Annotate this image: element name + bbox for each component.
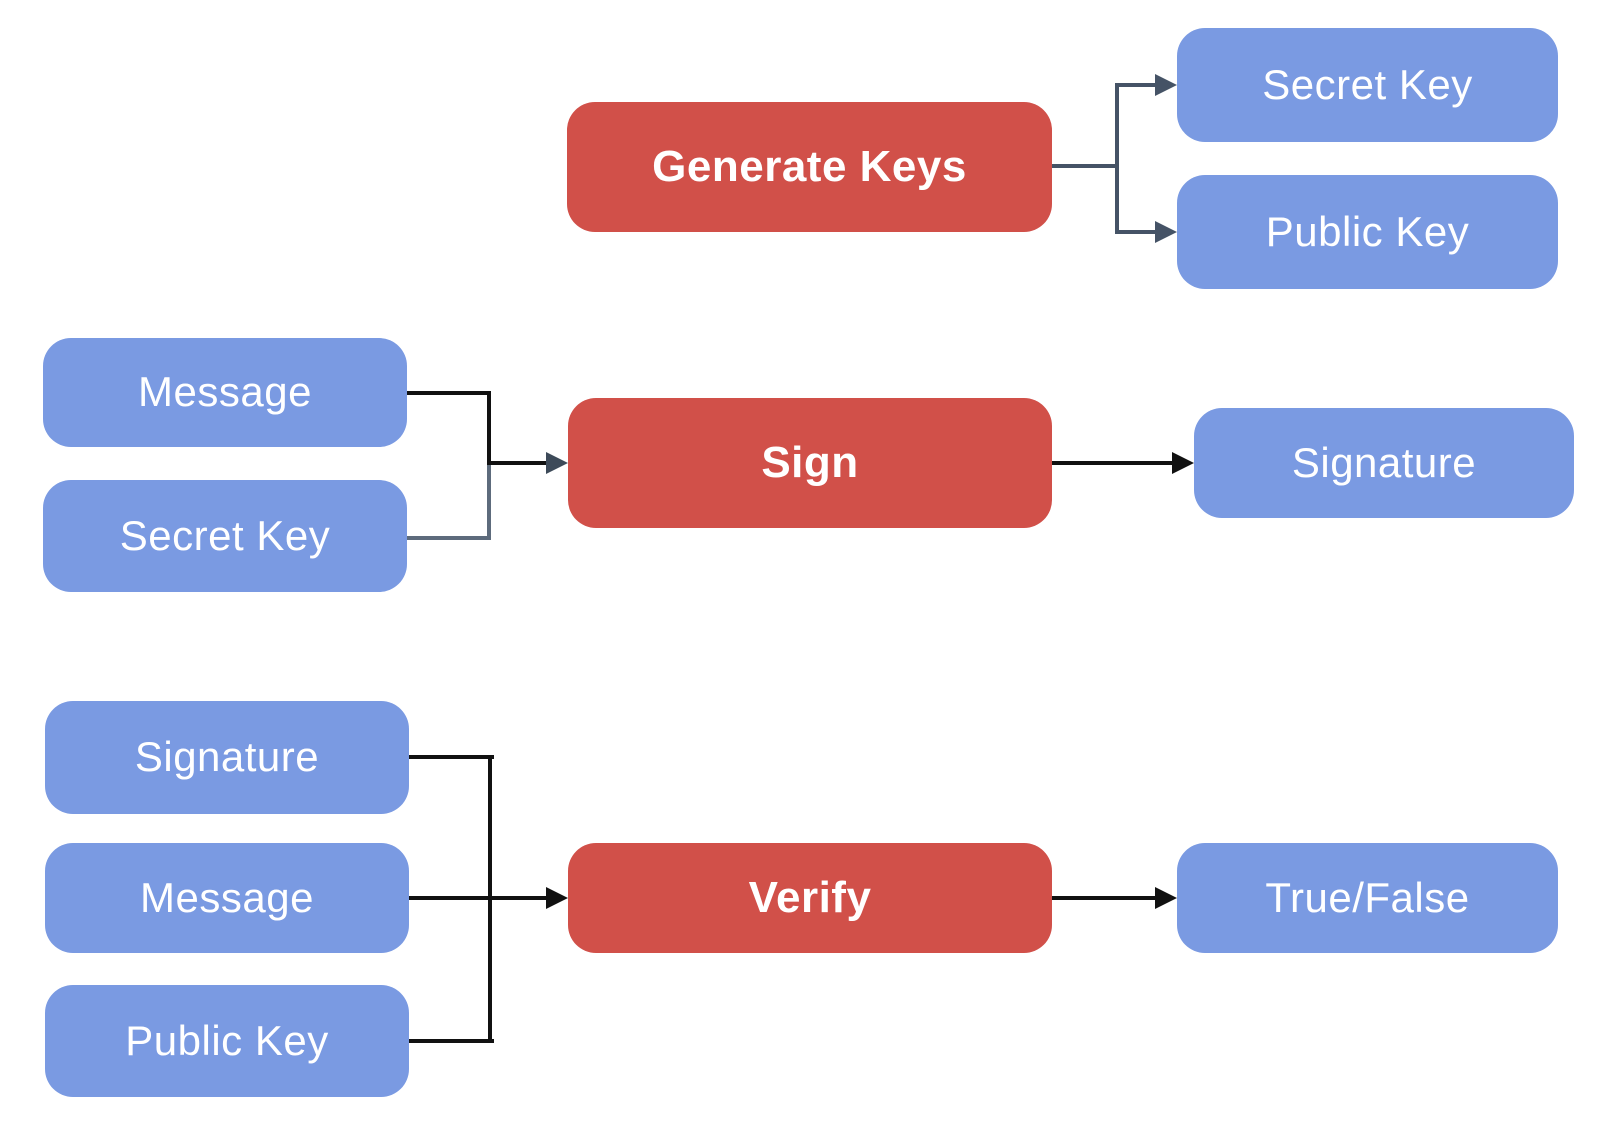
- node-verify-label: Verify: [748, 872, 872, 922]
- connector-into-sign: [487, 461, 547, 465]
- node-message-sign-input-label: Message: [138, 368, 312, 416]
- arrowhead-into-verify-icon: [546, 887, 568, 909]
- node-signature-output-label: Signature: [1291, 438, 1477, 486]
- connector-into-verify: [409, 896, 546, 900]
- node-secret-key-sign-input: Secret Key: [43, 480, 407, 592]
- connector-verify-to-truefalse: [1052, 896, 1155, 900]
- node-public-key-verify-input: Public Key: [45, 985, 409, 1097]
- node-message-verify-input-label: Message: [140, 873, 314, 921]
- node-secret-key-output: Secret Key: [1177, 28, 1558, 142]
- connector-genkeys-to-publickey: [1119, 230, 1157, 234]
- arrowhead-to-publickey-icon: [1155, 221, 1177, 243]
- node-sign-label: Sign: [761, 437, 859, 487]
- node-public-key-verify-input-label: Public Key: [125, 1016, 329, 1064]
- arrowhead-into-sign-icon: [546, 452, 568, 474]
- node-true-false-output: True/False: [1177, 843, 1558, 953]
- arrowhead-to-secretkey-icon: [1155, 74, 1177, 96]
- node-secret-key-sign-input-label: Secret Key: [119, 511, 331, 559]
- node-secret-key-output-label: Secret Key: [1262, 60, 1473, 108]
- node-message-sign-input: Message: [43, 338, 407, 447]
- connector-sign-merge-vertical-bottom: [487, 463, 491, 540]
- node-generate-keys: Generate Keys: [567, 102, 1052, 232]
- connector-message-stub: [407, 391, 491, 395]
- connector-genkeys-stub: [1052, 164, 1115, 168]
- node-sign: Sign: [568, 398, 1052, 528]
- connector-publickey-stub: [409, 1039, 494, 1043]
- node-signature-verify-input-label: Signature: [134, 733, 320, 781]
- connector-genkeys-to-secretkey: [1119, 83, 1157, 87]
- connector-sign-merge-vertical-top: [487, 391, 491, 467]
- connector-signature-stub: [409, 755, 494, 759]
- node-signature-verify-input: Signature: [45, 701, 409, 814]
- connector-secretkey-stub: [407, 536, 491, 540]
- node-public-key-output: Public Key: [1177, 175, 1558, 289]
- node-public-key-output-label: Public Key: [1265, 207, 1470, 255]
- connector-sign-to-signature: [1052, 461, 1173, 465]
- node-verify: Verify: [568, 843, 1052, 953]
- arrowhead-to-truefalse-icon: [1155, 887, 1177, 909]
- node-signature-output: Signature: [1194, 408, 1574, 518]
- node-generate-keys-label: Generate Keys: [652, 141, 967, 191]
- connector-genkeys-fork-vertical: [1115, 83, 1119, 234]
- node-true-false-output-label: True/False: [1265, 873, 1470, 921]
- node-message-verify-input: Message: [45, 843, 409, 953]
- arrowhead-to-signature-icon: [1172, 452, 1194, 474]
